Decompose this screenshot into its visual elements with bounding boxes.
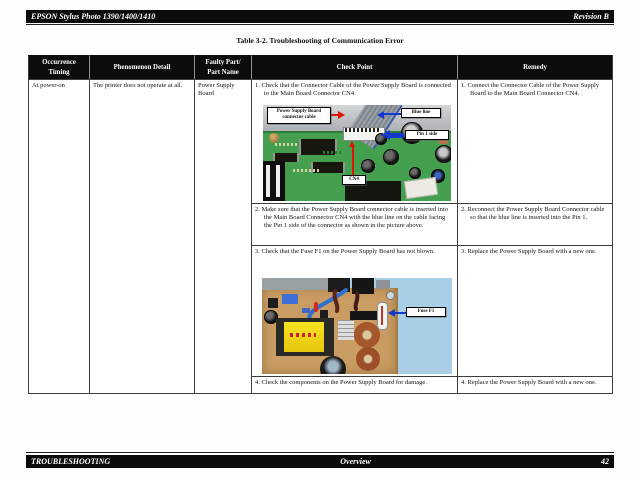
psu-screw	[386, 291, 395, 300]
cell-check-point-4: 4. Check the components on the Power Sup…	[251, 376, 457, 393]
remedy-2-text: 2. Reconnect the Power Supply Board Conn…	[461, 206, 605, 221]
psu-shield	[262, 278, 332, 290]
connector-cable-label: Power Supply Board connector cable	[267, 107, 331, 124]
solder-pads	[275, 143, 297, 146]
cell-remedy-1: 1. Connect the Connector Cable of the Po…	[457, 79, 612, 203]
blue-line-label: Blue line	[401, 108, 441, 119]
thick-blue-arrow-left-icon	[381, 130, 390, 140]
check-point-4-text: 4. Check the components on the Power Sup…	[255, 378, 427, 386]
ac-connector	[328, 278, 350, 292]
remedy-1-text: 1. Connect the Connector Cable of the Po…	[461, 82, 600, 97]
cell-check-point-3: 3. Check that the Fuse F1 on the Power S…	[251, 245, 457, 376]
edge-connector-block	[263, 161, 285, 201]
col-header-faulty-part: Faulty Part/ Part Name	[194, 55, 251, 79]
blue-component	[282, 294, 298, 304]
red-arrow-line	[327, 114, 339, 116]
blue-arrow-line	[384, 113, 401, 115]
footer-section: Overview	[340, 457, 371, 466]
red-arrow-right-icon	[338, 111, 345, 119]
troubleshooting-table: Occurrence Timing Phenomenon Detail Faul…	[28, 55, 613, 394]
remedy-3-text: 3. Replace the Power Supply Board with a…	[461, 248, 597, 255]
footer-page-number: 42	[601, 457, 609, 466]
header-revision: Revision B	[573, 12, 609, 21]
transformer-marking	[290, 333, 316, 337]
cell-remedy-2: 2. Reconnect the Power Supply Board Conn…	[457, 203, 612, 245]
metal-bracket	[376, 280, 390, 289]
red-arrow-up-icon	[349, 141, 355, 147]
cn4-connector-pins	[345, 128, 381, 132]
footer-bar: TROUBLESHOOTING Overview 42	[26, 455, 614, 468]
psu-board-photo: Fuse F1	[262, 278, 452, 374]
check-point-1-text: 1. Check that the Connector Cable of the…	[255, 82, 451, 97]
check-point-2-text: 2. Make sure that the Power Supply Board…	[255, 206, 448, 229]
cell-check-point-1: 1. Check that the Connector Cable of the…	[251, 79, 457, 203]
cell-phenomenon-detail: The printer does not operate at all.	[89, 79, 194, 393]
blue-arrow-left-icon	[377, 111, 384, 119]
black-component	[350, 311, 380, 320]
footer-rule	[26, 452, 614, 453]
thick-blue-arrow-body	[390, 133, 404, 138]
ic-chip	[311, 162, 345, 173]
capacitor	[361, 159, 375, 173]
remedy-4-text: 4. Replace the Power Supply Board with a…	[461, 378, 597, 386]
board-screw	[269, 133, 279, 143]
red-component	[314, 302, 318, 312]
cell-occurrence-timing: At power-on	[28, 79, 89, 393]
footer-chapter: TROUBLESHOOTING	[31, 457, 111, 466]
toroid-coil	[356, 347, 380, 371]
edge-connector-slots	[266, 165, 282, 197]
cell-faulty-part: Power Supply Board	[194, 79, 251, 393]
main-board-photo: Power Supply Board connector cable Blue …	[263, 105, 451, 201]
capacitor-large	[320, 356, 346, 374]
fuse-f1	[377, 302, 388, 330]
blue-arrow-left-icon	[388, 309, 395, 317]
fuse-element	[381, 306, 383, 325]
solder-pads	[293, 169, 319, 172]
header-rule	[26, 24, 614, 25]
blue-component	[302, 308, 310, 313]
header-bar: EPSON Stylus Photo 1390/1400/1410 Revisi…	[26, 10, 614, 23]
col-header-occurrence-timing: Occurrence Timing	[28, 55, 89, 79]
transformer-frame	[276, 318, 334, 356]
red-arrow-line-vertical	[352, 147, 354, 175]
ac-connector	[352, 278, 374, 294]
cell-remedy-4: 4. Replace the Power Supply Board with a…	[457, 376, 612, 393]
solder-pads	[323, 151, 341, 154]
transformer-core	[284, 322, 324, 352]
col-header-phenomenon-detail: Phenomenon Detail	[89, 55, 194, 79]
col-header-check-point: Check Point	[251, 55, 457, 79]
toroid-coil	[354, 322, 380, 348]
fuse-f1-label: Fuse F1	[406, 307, 446, 318]
table-title: Table 3-2. Troubleshooting of Communicat…	[236, 36, 404, 45]
heatsink	[338, 320, 354, 340]
small-ic	[268, 298, 278, 308]
ic-chip	[273, 153, 299, 162]
capacitor	[435, 145, 451, 163]
cell-check-point-2: 2. Make sure that the Power Supply Board…	[251, 203, 457, 245]
col-header-remedy: Remedy	[457, 55, 612, 79]
check-point-3-text: 3. Check that the Fuse F1 on the Power S…	[255, 248, 435, 255]
transistor	[320, 310, 328, 322]
blue-arrow-line	[394, 311, 406, 314]
capacitor	[409, 167, 421, 179]
capacitor	[264, 310, 278, 324]
cell-remedy-3: 3. Replace the Power Supply Board with a…	[457, 245, 612, 376]
cn4-label: CN4	[342, 175, 366, 186]
asic-chip	[345, 181, 401, 201]
pin1-side-label: Pin 1 side	[405, 130, 449, 141]
capacitor	[383, 149, 399, 165]
header-product-title: EPSON Stylus Photo 1390/1400/1410	[31, 12, 156, 21]
